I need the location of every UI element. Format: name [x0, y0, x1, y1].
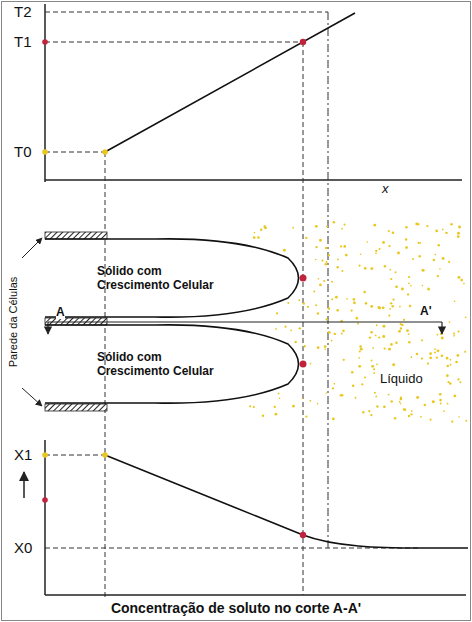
label-text: T2 [14, 3, 32, 20]
label-text: T0 [14, 143, 32, 160]
diagram-label: T1 [14, 33, 32, 50]
temperature-axes [45, 4, 462, 182]
temperature-profile [105, 13, 355, 152]
cell-label: Sólido com Crescimento Celular [97, 264, 217, 292]
wall-pointers [22, 238, 42, 406]
concentration-axes [24, 440, 466, 595]
solid-cell: Sólido com Crescimento Celular [45, 236, 307, 320]
diagram-label: T0 [14, 143, 32, 160]
label-text: Parede da Células [7, 277, 19, 368]
diagram-label: X1 [14, 446, 32, 463]
label-text: T1 [14, 33, 32, 50]
diagram-label: X0 [14, 539, 32, 556]
diagram-label: Concentração de soluto no corte A-A' [111, 600, 361, 616]
label-text: Líquido [380, 371, 423, 386]
label-text: X0 [14, 539, 32, 556]
cell-label: Sólido com Crescimento Celular [97, 350, 217, 378]
diagram-label: Líquido [380, 371, 423, 386]
label-text: X1 [14, 446, 32, 463]
diagram-label: A' [420, 304, 432, 318]
label-text: Concentração de soluto no corte A-A' [111, 600, 361, 616]
concentration-profile [105, 455, 468, 548]
label-text: x [382, 181, 389, 196]
diagram-label: A [56, 305, 65, 319]
label-text: A [56, 305, 65, 319]
point-markers [42, 39, 306, 538]
solid-cell: Sólido com Crescimento Celular [45, 322, 307, 406]
dash-dot-guide [328, 12, 329, 548]
section-line [48, 322, 442, 334]
diagram-label: T2 [14, 3, 32, 20]
diagram-label: x [382, 181, 389, 196]
guide-lines [45, 12, 420, 598]
diagram-label: Parede da Células [7, 277, 19, 368]
label-text: A' [420, 304, 432, 318]
